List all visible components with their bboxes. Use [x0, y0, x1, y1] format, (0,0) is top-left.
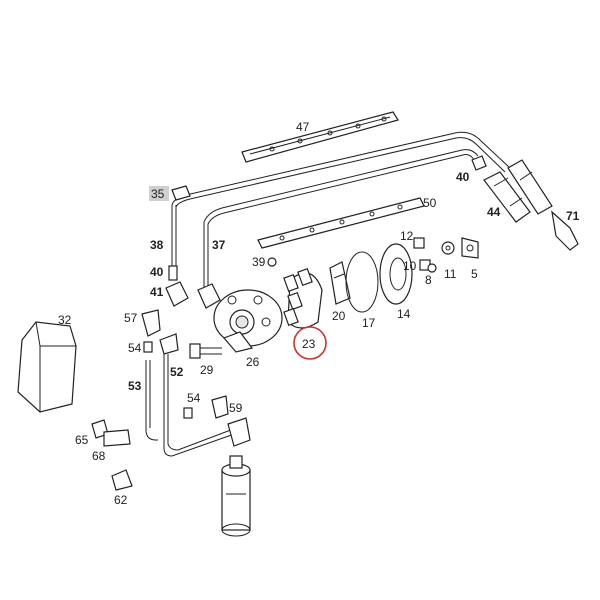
ignition-leads[interactable]: [171, 131, 511, 290]
part-39-screw[interactable]: [267, 257, 277, 267]
part-68-clamp[interactable]: [103, 429, 131, 447]
label-53[interactable]: 53: [128, 379, 142, 393]
ignition-coil[interactable]: [221, 455, 251, 537]
label-35[interactable]: 35: [151, 187, 165, 201]
part-29-bolt[interactable]: [189, 343, 222, 359]
ignition-coil-lead-end[interactable]: [227, 417, 251, 447]
label-54-left[interactable]: 54: [128, 341, 142, 355]
highlight-box-35: [149, 186, 169, 201]
selection-circle-23: [293, 326, 327, 360]
label-40-left[interactable]: 40: [150, 265, 164, 279]
part-53-lead[interactable]: [145, 360, 158, 441]
part-26-distributor-cap[interactable]: [213, 289, 283, 353]
part-41-plug-connector[interactable]: [165, 281, 189, 307]
part-50-cable-rail[interactable]: [257, 197, 425, 249]
label-39[interactable]: 39: [252, 255, 266, 269]
label-26[interactable]: 26: [246, 355, 260, 369]
part-71-spark-plug-connector[interactable]: [507, 159, 579, 251]
label-47[interactable]: 47: [296, 120, 310, 134]
label-41[interactable]: 41: [150, 285, 164, 299]
label-17[interactable]: 17: [362, 316, 376, 330]
label-10[interactable]: 10: [403, 259, 417, 273]
part-12-screw[interactable]: [413, 237, 425, 249]
part-23-distributor-rotor[interactable]: [283, 267, 323, 329]
part-14-disc[interactable]: [379, 243, 413, 305]
label-14[interactable]: 14: [397, 307, 411, 321]
label-23[interactable]: 23: [302, 337, 316, 351]
part-17-seal-ring[interactable]: [345, 251, 379, 313]
part-5-bracket[interactable]: [461, 237, 479, 259]
label-54-middle[interactable]: 54: [187, 391, 201, 405]
part-40-left-connector[interactable]: [168, 265, 178, 281]
label-65[interactable]: 65: [75, 433, 89, 447]
label-68[interactable]: 68: [92, 449, 106, 463]
part-54-terminal[interactable]: [143, 341, 153, 353]
part-37-plug-connector[interactable]: [197, 283, 221, 309]
part-44-spark-plug-connector[interactable]: [483, 171, 531, 223]
part-52-lead[interactable]: [159, 333, 241, 457]
label-40-right[interactable]: 40: [456, 170, 470, 184]
label-29[interactable]: 29: [200, 363, 214, 377]
part-59-connector[interactable]: [211, 395, 229, 419]
part-47-cable-rail[interactable]: [241, 111, 399, 163]
label-62[interactable]: 62: [114, 493, 128, 507]
label-71[interactable]: 71: [566, 209, 580, 223]
part-32-cover[interactable]: [17, 321, 77, 413]
label-8[interactable]: 8: [425, 273, 432, 287]
label-57[interactable]: 57: [124, 311, 138, 325]
label-20[interactable]: 20: [332, 309, 346, 323]
part-11-nut[interactable]: [441, 241, 455, 255]
label-5[interactable]: 5: [471, 267, 478, 281]
part-8-washer[interactable]: [427, 263, 437, 273]
label-32[interactable]: 32: [58, 313, 72, 327]
part-35-clip[interactable]: [171, 185, 191, 201]
part-57-connector[interactable]: [141, 309, 161, 337]
label-38[interactable]: 38: [150, 238, 164, 252]
label-44[interactable]: 44: [487, 205, 501, 219]
label-59[interactable]: 59: [229, 401, 243, 415]
part-54-small-connector[interactable]: [183, 407, 193, 419]
part-62-clamp[interactable]: [111, 469, 133, 491]
part-40-connector[interactable]: [471, 155, 487, 171]
label-11[interactable]: 11: [444, 267, 457, 281]
label-50[interactable]: 50: [423, 196, 437, 210]
label-52[interactable]: 52: [170, 365, 184, 379]
label-12[interactable]: 12: [400, 229, 414, 243]
label-37[interactable]: 37: [212, 238, 226, 252]
part-20-rotor-arm[interactable]: [329, 261, 351, 305]
